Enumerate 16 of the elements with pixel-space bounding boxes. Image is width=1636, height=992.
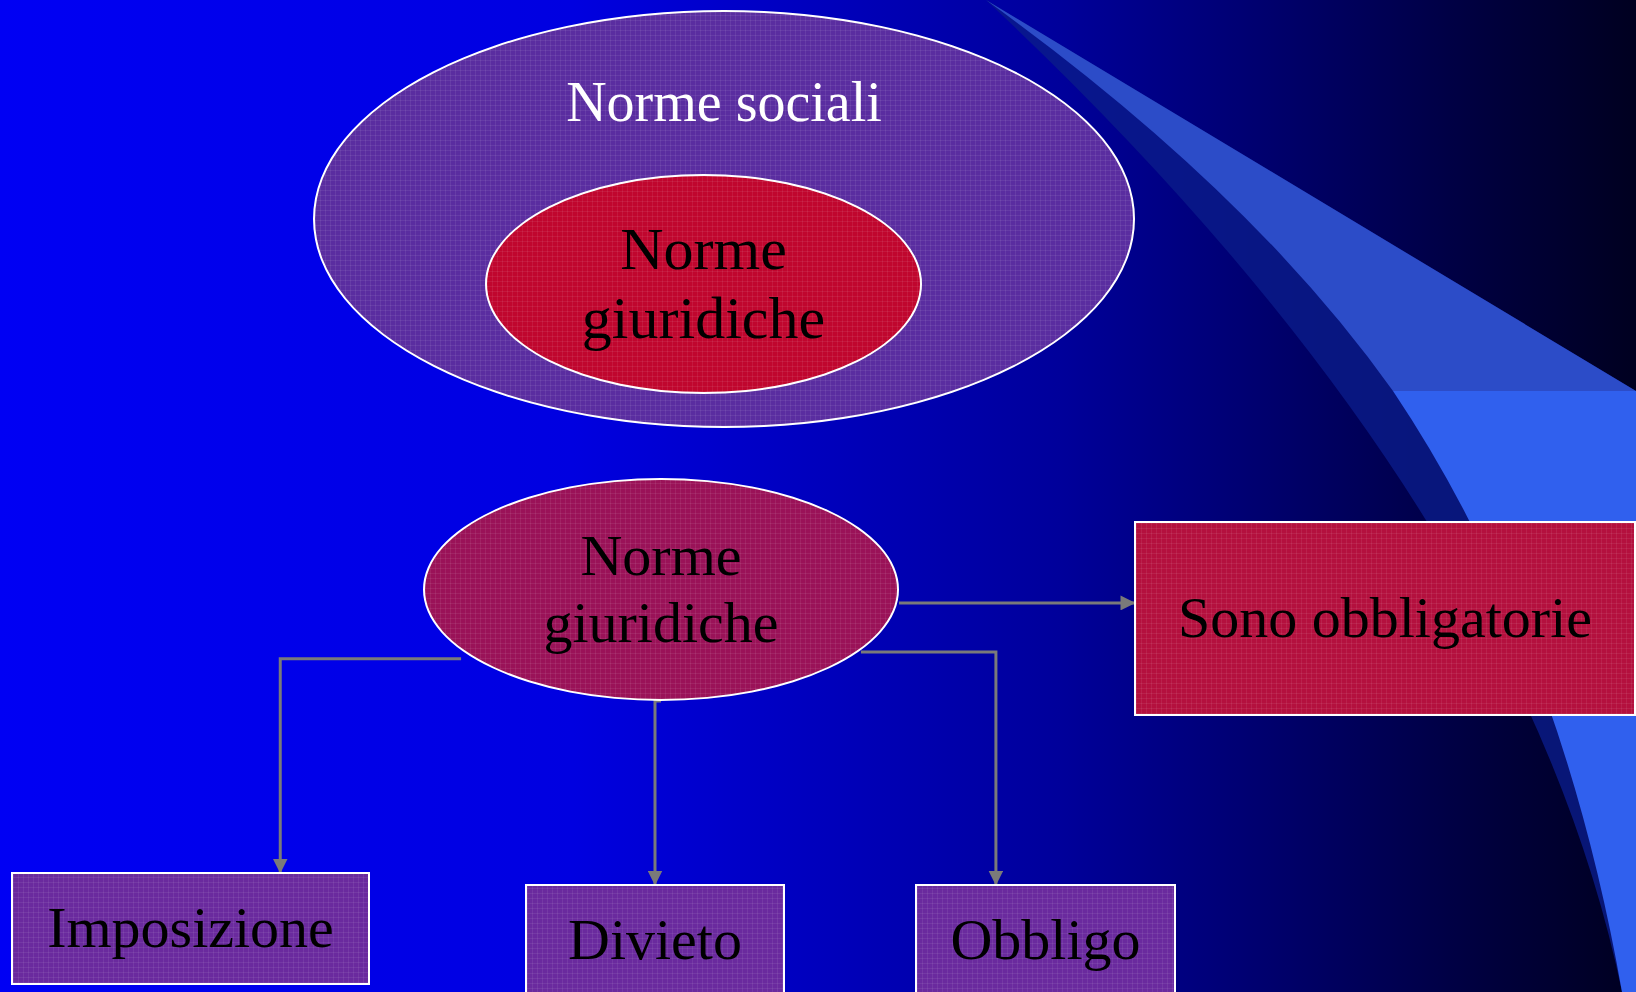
node-label: Norme sociali — [566, 70, 882, 135]
rectangle-box — [915, 884, 1176, 992]
node-label: Divieto — [568, 906, 742, 974]
arrow — [899, 595, 1136, 611]
rectangle-box — [1134, 521, 1636, 716]
node-label: Obbligo — [950, 906, 1141, 974]
arrow — [860, 650, 1004, 886]
node-label: Imposizione — [47, 895, 334, 962]
node-label: Norme giuridiche — [580, 215, 827, 353]
arrow — [272, 657, 462, 874]
oval-shape — [485, 174, 922, 394]
rectangle-box — [11, 872, 370, 985]
rectangle-box — [525, 884, 785, 992]
node-label: Norme giuridiche — [542, 522, 780, 657]
node-label: Sono obbligatorie — [1178, 585, 1592, 652]
arrow — [647, 699, 663, 886]
